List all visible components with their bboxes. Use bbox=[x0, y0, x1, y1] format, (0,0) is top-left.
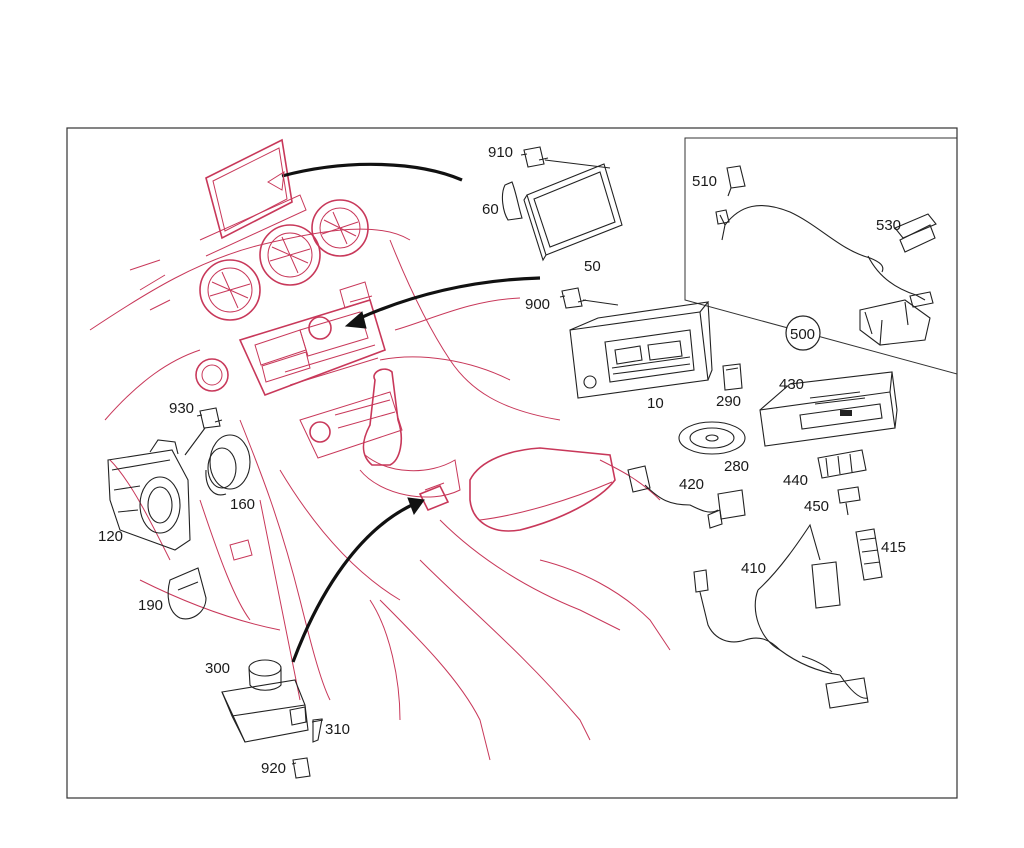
part-160-speaker bbox=[205, 434, 251, 496]
callout-190: 190 bbox=[138, 597, 163, 614]
part-60-bracket bbox=[501, 181, 523, 221]
part-300-controller bbox=[221, 659, 309, 743]
arrow-head-2 bbox=[344, 311, 367, 329]
callout-300: 300 bbox=[205, 660, 230, 677]
arrow-head-1 bbox=[267, 171, 285, 191]
part-310-screw bbox=[311, 718, 324, 743]
callout-440: 440 bbox=[783, 472, 808, 489]
leader-930 bbox=[184, 427, 206, 456]
callout-10: 10 bbox=[647, 395, 664, 412]
leader-900 bbox=[582, 299, 619, 306]
callout-280: 280 bbox=[724, 458, 749, 475]
callout-920: 920 bbox=[261, 760, 286, 777]
part-280-disc bbox=[678, 421, 746, 455]
callout-500-circle bbox=[785, 315, 821, 351]
callout-120: 120 bbox=[98, 528, 123, 545]
callout-900: 900 bbox=[525, 296, 550, 313]
callout-410: 410 bbox=[741, 560, 766, 577]
callout-290: 290 bbox=[716, 393, 741, 410]
callout-510: 510 bbox=[692, 173, 717, 190]
callout-60: 60 bbox=[482, 201, 499, 218]
callout-50: 50 bbox=[584, 258, 601, 275]
diagram-frame bbox=[66, 127, 958, 799]
arrow-to-head-unit bbox=[359, 276, 541, 320]
part-910-clip bbox=[520, 146, 549, 168]
part-930-clip bbox=[196, 407, 223, 429]
callout-430: 430 bbox=[779, 376, 804, 393]
callout-415: 415 bbox=[881, 539, 906, 556]
part-430-media-box bbox=[759, 371, 898, 447]
part-920-clip bbox=[291, 757, 311, 779]
callout-310: 310 bbox=[325, 721, 350, 738]
part-440-connector bbox=[817, 449, 867, 479]
callout-530: 530 bbox=[876, 217, 901, 234]
leader-910 bbox=[544, 159, 611, 169]
arrow-to-dash-display bbox=[281, 162, 463, 182]
callout-930: 930 bbox=[169, 400, 194, 417]
part-420-cable bbox=[627, 465, 746, 529]
callout-910: 910 bbox=[488, 144, 513, 161]
part-415-module bbox=[855, 528, 883, 581]
inset-panel bbox=[684, 137, 958, 375]
part-290-card bbox=[722, 363, 743, 391]
part-510-switch bbox=[726, 165, 746, 197]
part-50-display bbox=[523, 163, 623, 262]
callout-500: 500 bbox=[790, 326, 815, 343]
part-190-cover bbox=[167, 567, 207, 620]
callout-450: 450 bbox=[804, 498, 829, 515]
part-10-head-unit bbox=[569, 301, 713, 399]
part-120-housing bbox=[107, 439, 191, 551]
part-harness-inset bbox=[715, 205, 937, 346]
arrow-head-3 bbox=[407, 497, 425, 516]
part-410-harness bbox=[693, 523, 869, 709]
callout-420: 420 bbox=[679, 476, 704, 493]
callout-160: 160 bbox=[230, 496, 255, 513]
part-450 bbox=[837, 486, 861, 516]
arrow-to-controller bbox=[291, 503, 413, 663]
part-900-clip bbox=[559, 287, 587, 309]
